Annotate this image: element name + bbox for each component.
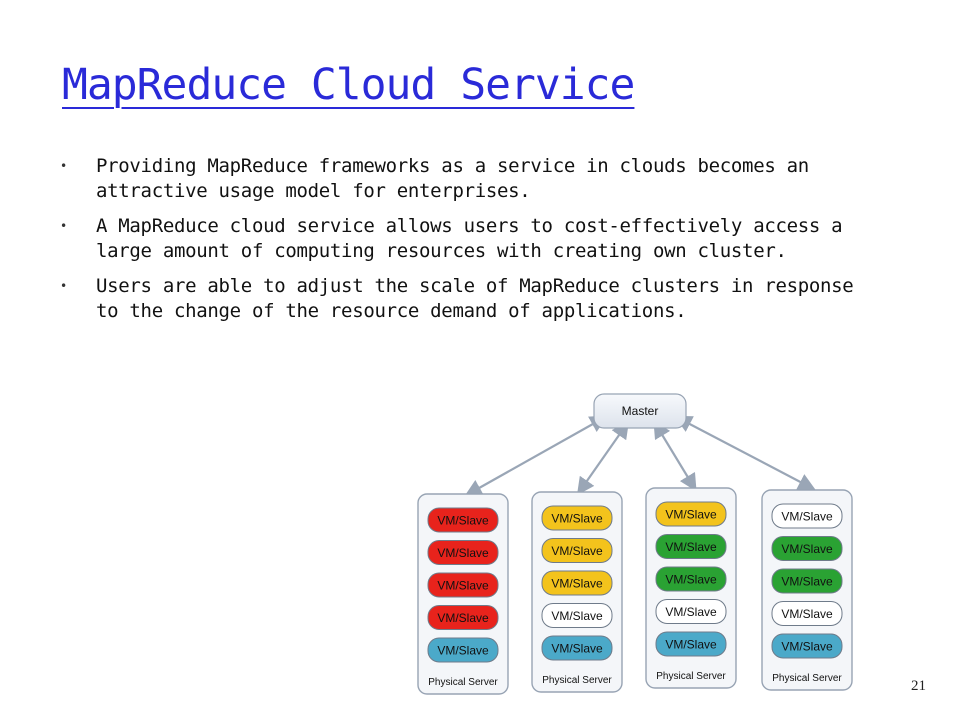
vm-slave-node	[427, 637, 499, 663]
vm-slave-node	[541, 570, 613, 596]
vm-slave-node	[771, 633, 843, 659]
vm-slave-node	[771, 568, 843, 594]
slide-number: 21	[911, 678, 926, 694]
vm-slave-label: VM/Slave	[437, 514, 489, 528]
vm-slave-label: VM/Slave	[665, 605, 717, 619]
physical-server-label: Physical Server	[542, 675, 612, 686]
master-server-arrow	[653, 420, 697, 492]
vm-slave-node	[541, 603, 613, 628]
vm-slave-label: VM/Slave	[551, 609, 603, 623]
physical-server-label: Physical Server	[428, 677, 498, 688]
master-node: Master	[593, 393, 687, 429]
cluster-diagram-svg: VM/SlaveVM/SlaveVM/SlaveVM/SlaveVM/Slave…	[417, 393, 853, 695]
vm-slave-label: VM/Slave	[551, 512, 603, 526]
vm-slave-node	[427, 540, 499, 565]
vm-slave-label: VM/Slave	[437, 644, 489, 658]
master-label: Master	[622, 404, 659, 418]
physical-server: VM/SlaveVM/SlaveVM/SlaveVM/SlaveVM/Slave…	[417, 493, 509, 695]
bullet-list: Providing MapReduce frameworks as a serv…	[56, 154, 856, 334]
master-server-arrow	[674, 415, 816, 491]
servers-layer: VM/SlaveVM/SlaveVM/SlaveVM/SlaveVM/Slave…	[417, 487, 853, 695]
vm-slave-node	[655, 599, 727, 624]
vm-slave-node	[771, 601, 843, 626]
slide-title: MapReduce Cloud Service	[62, 60, 635, 110]
vm-slave-node	[427, 507, 499, 533]
vm-slave-label: VM/Slave	[781, 640, 833, 654]
vm-slave-label: VM/Slave	[665, 508, 717, 522]
physical-server-label: Physical Server	[656, 671, 726, 682]
vm-slave-node	[771, 503, 843, 529]
vm-slave-node	[541, 505, 613, 531]
vm-slave-node	[541, 538, 613, 563]
vm-slave-label: VM/Slave	[551, 642, 603, 656]
vm-slave-label: VM/Slave	[437, 546, 489, 560]
physical-server: VM/SlaveVM/SlaveVM/SlaveVM/SlaveVM/Slave…	[761, 489, 853, 691]
vm-slave-label: VM/Slave	[781, 575, 833, 589]
physical-server-label: Physical Server	[772, 673, 842, 684]
vm-slave-label: VM/Slave	[551, 544, 603, 558]
vm-slave-label: VM/Slave	[437, 611, 489, 625]
master-server-arrow	[576, 420, 630, 496]
bullet-item: Users are able to adjust the scale of Ma…	[56, 274, 856, 324]
vm-slave-node	[655, 501, 727, 527]
vm-slave-node	[427, 572, 499, 598]
bullet-item: Providing MapReduce frameworks as a serv…	[56, 154, 856, 204]
vm-slave-node	[427, 605, 499, 630]
vm-slave-node	[655, 534, 727, 559]
vm-slave-label: VM/Slave	[781, 607, 833, 621]
vm-slave-node	[655, 566, 727, 592]
vm-slave-label: VM/Slave	[665, 638, 717, 652]
vm-slave-label: VM/Slave	[781, 542, 833, 556]
physical-server: VM/SlaveVM/SlaveVM/SlaveVM/SlaveVM/Slave…	[531, 491, 623, 693]
arrows-layer	[464, 415, 816, 497]
vm-slave-node	[541, 635, 613, 661]
vm-slave-label: VM/Slave	[665, 540, 717, 554]
vm-slave-node	[771, 536, 843, 561]
vm-slave-label: VM/Slave	[665, 573, 717, 587]
physical-server: VM/SlaveVM/SlaveVM/SlaveVM/SlaveVM/Slave…	[645, 487, 737, 689]
bullet-item: A MapReduce cloud service allows users t…	[56, 214, 856, 264]
master-server-arrow	[464, 415, 608, 497]
vm-slave-label: VM/Slave	[781, 510, 833, 524]
vm-slave-label: VM/Slave	[437, 579, 489, 593]
vm-slave-label: VM/Slave	[551, 577, 603, 591]
vm-slave-node	[655, 631, 727, 657]
